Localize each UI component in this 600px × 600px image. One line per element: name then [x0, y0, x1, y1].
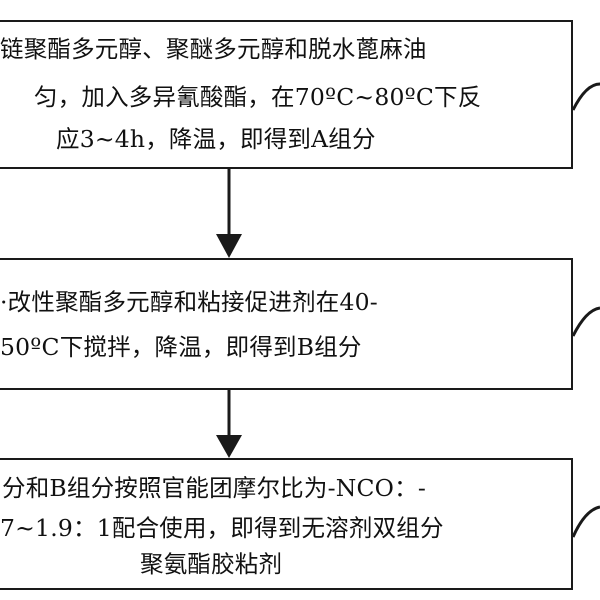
step-2-leader-curve: [571, 306, 600, 337]
step-3-box: [0, 458, 573, 590]
step-3-line-3: 聚氨酯胶粘剂: [140, 550, 283, 578]
step-2-line-2: 50ºC下搅拌，降温，即得到B组分: [0, 333, 362, 361]
step-3-line-1: 分和B组分按照官能团摩尔比为-NCO：-: [2, 474, 426, 502]
step-1-line-2: 匀，加入多异氰酸酯，在70ºC~80ºC下反: [34, 83, 482, 111]
step-1-box: [0, 20, 573, 169]
arrow-down-1-icon: [216, 169, 242, 258]
arrow-down-2-icon: [216, 390, 242, 458]
step-2-box: [0, 258, 573, 390]
step-1-line-3: 应3~4h，降温，即得到A组分: [56, 125, 376, 153]
step-3-line-2: 7~1.9：1配合使用，即得到无溶剂双组分: [0, 514, 444, 542]
step-3-leader-curve: [571, 505, 600, 538]
step-1-line-1: 链聚酯多元醇、聚醚多元醇和脱水蓖麻油: [0, 35, 427, 63]
step-2-line-1: ·改性聚酯多元醇和粘接促进剂在40-: [0, 288, 378, 316]
step-1-leader-curve: [571, 82, 600, 111]
